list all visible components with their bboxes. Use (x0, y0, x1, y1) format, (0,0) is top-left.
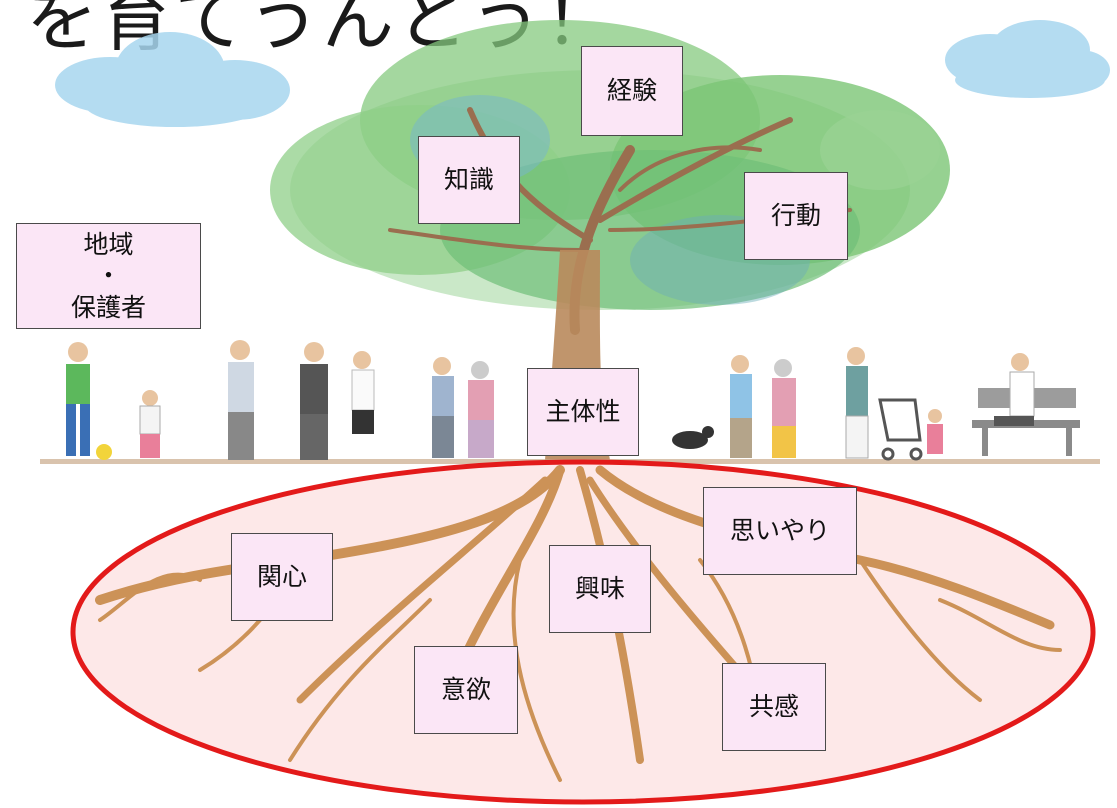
label-kanshin-text: 関心 (256, 562, 307, 592)
label-kyoukan: 共感 (722, 663, 826, 751)
person-icon (994, 353, 1035, 426)
label-chiiki-line3: 保護者 (70, 292, 146, 322)
person-icon (228, 340, 254, 460)
cloud-left-icon (55, 32, 290, 127)
person-icon (300, 342, 328, 460)
label-omoiyari-text: 思いやり (729, 516, 830, 546)
cloud-right-icon (945, 20, 1110, 98)
label-keiken-text: 経験 (606, 76, 657, 106)
person-icon (139, 390, 161, 458)
person-icon (927, 409, 943, 454)
label-kyoumi: 興味 (549, 545, 651, 633)
label-kyoumi-text: 興味 (574, 574, 625, 604)
person-icon (66, 342, 112, 460)
label-kyoukan-text: 共感 (748, 692, 799, 722)
label-iyoku-text: 意欲 (440, 675, 491, 705)
label-kanshin: 関心 (231, 533, 333, 621)
person-icon (730, 355, 752, 458)
label-chiiki-line1: 地域 (83, 230, 134, 260)
people-figures (66, 340, 1080, 461)
label-chishiki-text: 知識 (443, 165, 494, 195)
label-chishiki: 知識 (418, 136, 520, 224)
stroller-icon (878, 398, 923, 461)
person-icon (432, 357, 454, 458)
label-koudou-text: 行動 (770, 201, 821, 231)
label-iyoku: 意欲 (414, 646, 518, 734)
label-shutaisei-text: 主体性 (545, 397, 621, 427)
label-shutaisei: 主体性 (527, 368, 639, 456)
label-omoiyari: 思いやり (703, 487, 857, 575)
person-icon (845, 347, 869, 459)
label-koudou: 行動 (744, 172, 848, 260)
person-icon (351, 351, 375, 434)
label-chiiki: 地域 ・ 保護者 (16, 223, 201, 329)
label-chiiki-line2: ・ (95, 261, 121, 291)
person-icon (772, 359, 796, 458)
label-keiken: 経験 (581, 46, 683, 136)
person-icon (468, 361, 494, 458)
dog-icon (672, 426, 714, 449)
